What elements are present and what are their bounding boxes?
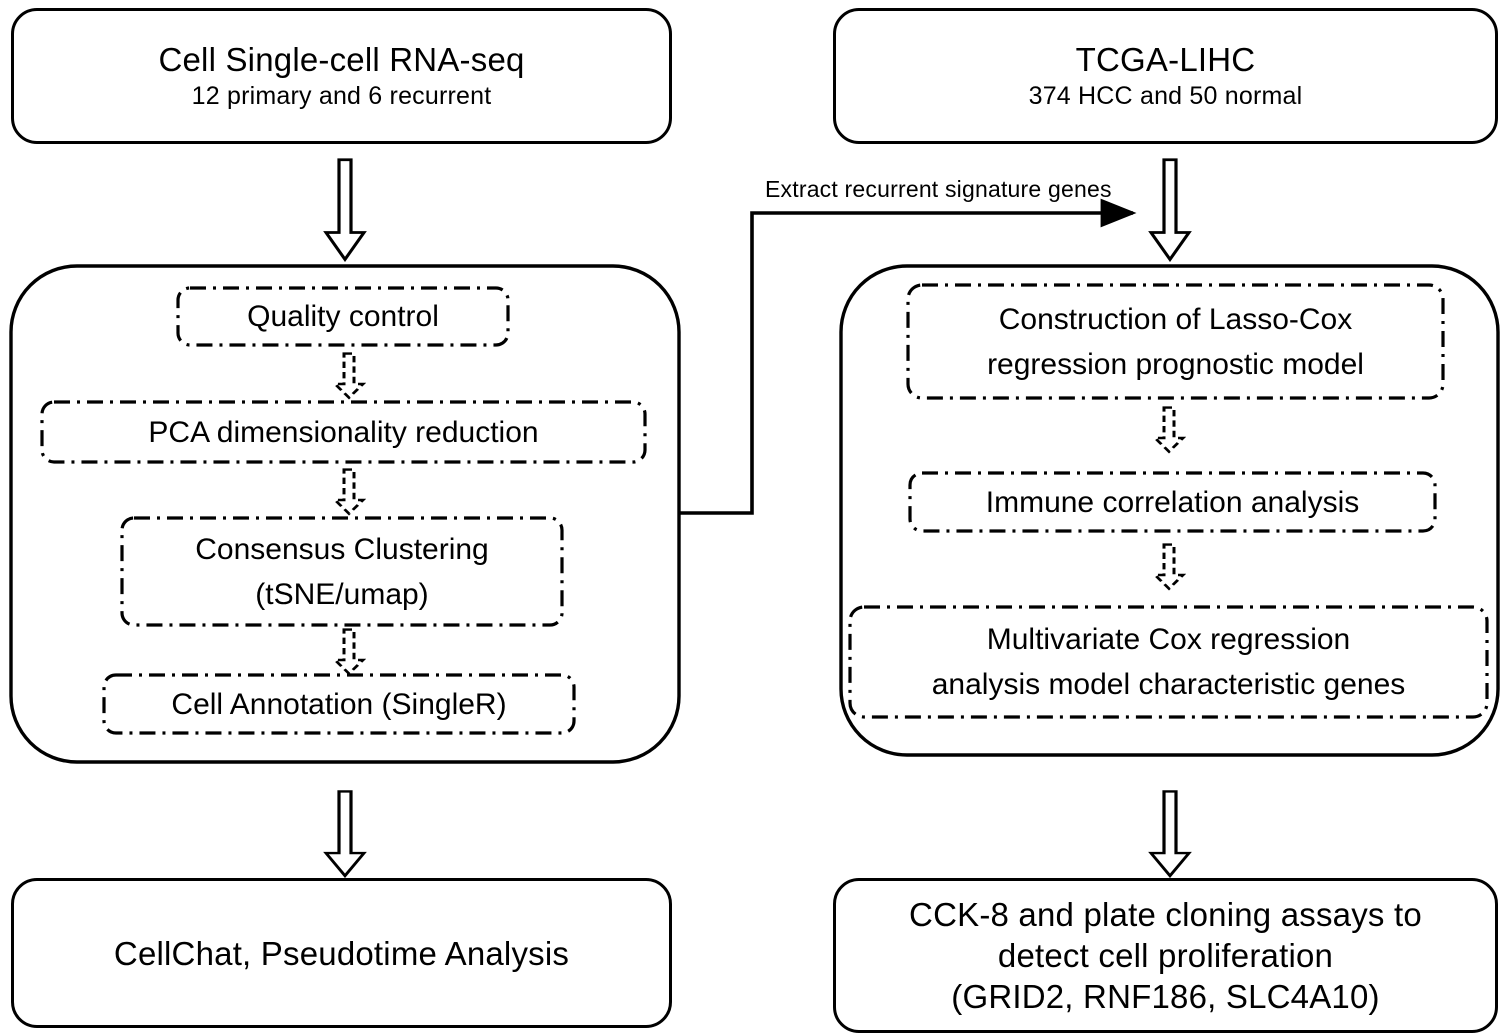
top-right-box: TCGA-LIHC 374 HCC and 50 normal bbox=[833, 8, 1498, 144]
step-label: Immune correlation analysis bbox=[985, 485, 1360, 519]
step-quality-control: Quality control bbox=[178, 288, 508, 345]
block-arrow-down-icon bbox=[1149, 158, 1191, 261]
bottom-left-line1: CellChat, Pseudotime Analysis bbox=[113, 934, 570, 972]
block-arrow-down-dashed-icon bbox=[333, 628, 365, 676]
block-arrow-down-dashed-icon bbox=[333, 468, 365, 516]
step-label-second-line: analysis model characteristic genes bbox=[931, 668, 1406, 701]
step-consensus-clustering: Consensus Clustering (tSNE/umap) bbox=[122, 518, 562, 625]
step-pca-dimensionality-reduction: PCA dimensionality reduction bbox=[42, 402, 645, 462]
top-left-subtitle: 12 primary and 6 recurrent bbox=[191, 82, 492, 110]
step-immune-correlation-analysis: Immune correlation analysis bbox=[910, 473, 1435, 531]
block-arrow-down-dashed-icon bbox=[333, 352, 365, 400]
step-label-second-line: (tSNE/umap) bbox=[255, 577, 429, 611]
step-cell-annotation: Cell Annotation (SingleR) bbox=[104, 675, 574, 733]
step-lasso-cox-construction: Construction of Lasso-Cox regression pro… bbox=[908, 285, 1443, 398]
step-label: Multivariate Cox regression bbox=[986, 623, 1351, 656]
left-panel-step-outlines bbox=[40, 286, 647, 735]
connector-label: Extract recurrent signature genes bbox=[765, 176, 1112, 202]
block-arrow-down-icon bbox=[324, 790, 366, 878]
top-left-box: Cell Single-cell RNA-seq 12 primary and … bbox=[11, 8, 672, 144]
bottom-left-box: CellChat, Pseudotime Analysis bbox=[11, 878, 672, 1028]
top-right-title: TCGA-LIHC bbox=[1075, 41, 1256, 78]
block-arrow-down-icon bbox=[324, 158, 366, 261]
top-left-title: Cell Single-cell RNA-seq bbox=[158, 41, 525, 78]
bottom-right-line1: CCK-8 and plate cloning assays to bbox=[909, 896, 1422, 933]
step-label: Quality control bbox=[247, 300, 439, 333]
step-multivariate-cox-regression: Multivariate Cox regression analysis mod… bbox=[850, 607, 1487, 717]
block-arrow-down-icon bbox=[1149, 790, 1191, 878]
step-label-second-line: regression prognostic model bbox=[987, 347, 1364, 381]
block-arrow-down-dashed-icon bbox=[1153, 406, 1185, 454]
top-right-subtitle: 374 HCC and 50 normal bbox=[1028, 82, 1303, 110]
step-label: PCA dimensionality reduction bbox=[148, 415, 539, 449]
bottom-right-line3: (GRID2, RNF186, SLC4A10) bbox=[951, 978, 1380, 1015]
step-label: Construction of Lasso-Cox bbox=[998, 302, 1353, 336]
step-label: Cell Annotation (SingleR) bbox=[171, 687, 507, 721]
bottom-right-line2: detect cell proliferation bbox=[997, 937, 1334, 974]
block-arrow-down-dashed-icon bbox=[1153, 543, 1185, 591]
bottom-right-box: CCK-8 and plate cloning assays to detect… bbox=[833, 878, 1498, 1033]
step-label: Consensus Clustering bbox=[195, 532, 489, 566]
